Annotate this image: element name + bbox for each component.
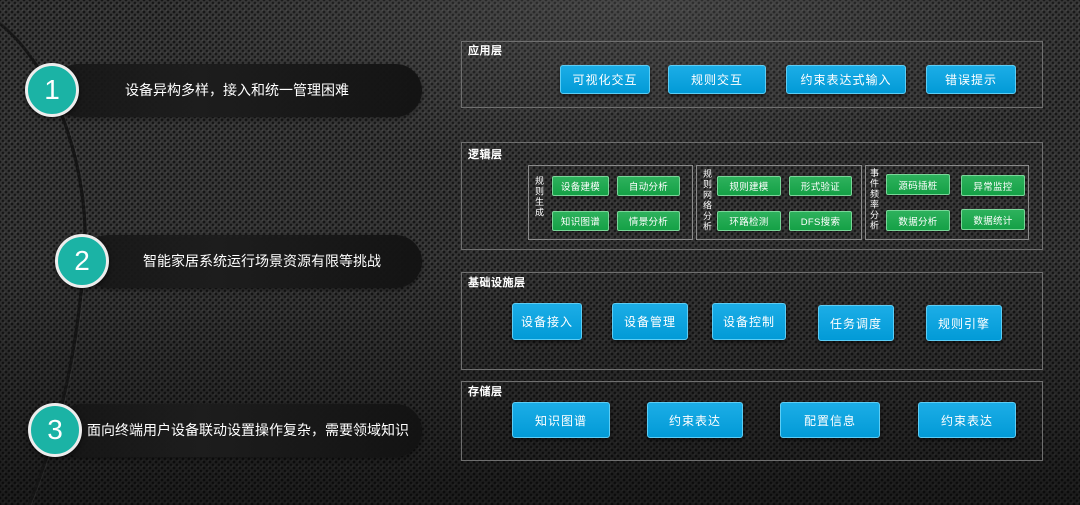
rule-engine-node: 规则引擎 [926,305,1002,341]
challenge-number-3: 3 [47,414,63,445]
rule-generation-group: 规则生成 设备建模 自动分析 知识图谱 情景分析 [528,165,693,240]
challenge-text-3: 面向终端用户设备联动设置操作复杂，需要领域知识 [87,422,409,438]
logic-layer-title: 逻辑层 [468,149,503,161]
error-prompt-node: 错误提示 [926,65,1016,94]
constraint-expression-storage-node: 约束表达 [647,402,743,438]
storage-layer: 存储层 知识图谱 约束表达 配置信息 约束表达 [461,381,1043,461]
event-frequency-analysis-group: 事件频率分析 源码插桩 异常监控 数据分析 数据统计 [865,165,1029,240]
rule-network-analysis-group: 规则网络分析 规则建模 形式验证 环路检测 DFS搜索 [696,165,862,240]
challenge-number-badge-3: 3 [28,403,82,457]
infrastructure-layer: 基础设施层 设备接入 设备管理 设备控制 任务调度 规则引擎 [461,272,1043,370]
challenge-number-badge-1: 1 [25,63,79,117]
challenge-number-badge-2: 2 [55,234,109,288]
data-analysis-node: 数据分析 [886,210,950,231]
knowledge-graph-node: 知识图谱 [552,211,609,231]
anomaly-monitoring-node: 异常监控 [961,175,1025,196]
visual-interaction-node: 可视化交互 [560,65,650,94]
auto-analysis-node: 自动分析 [617,176,680,196]
event-frequency-analysis-label: 事件频率分析 [869,168,879,231]
challenge-bar-2: 智能家居系统运行场景资源有限等挑战 [82,235,422,288]
logic-layer: 逻辑层 规则生成 设备建模 自动分析 知识图谱 情景分析 规则网络分析 规则建模… [461,142,1043,250]
dfs-search-node: DFS搜索 [789,211,852,231]
task-scheduling-node: 任务调度 [818,305,894,341]
constraint-expression-storage-node-2: 约束表达 [918,402,1016,438]
challenge-number-2: 2 [74,245,90,276]
configuration-info-node: 配置信息 [780,402,880,438]
infrastructure-layer-title: 基础设施层 [468,277,526,289]
application-layer: 应用层 可视化交互 规则交互 约束表达式输入 错误提示 [461,41,1043,108]
challenge-text-1: 设备异构多样，接入和统一管理困难 [125,82,349,98]
scenario-analysis-node: 情景分析 [617,211,680,231]
rule-network-analysis-label: 规则网络分析 [702,169,712,232]
challenge-bar-3: 面向终端用户设备联动设置操作复杂，需要领域知识 [55,404,422,457]
data-statistics-node: 数据统计 [961,209,1025,230]
application-layer-title: 应用层 [468,45,503,57]
source-instrumentation-node: 源码插桩 [886,174,950,195]
storage-layer-title: 存储层 [468,386,503,398]
challenge-bar-1: 设备异构多样，接入和统一管理困难 [52,64,422,117]
rule-modeling-node: 规则建模 [717,176,781,196]
constraint-expression-input-node: 约束表达式输入 [786,65,906,94]
challenge-text-2: 智能家居系统运行场景资源有限等挑战 [143,253,381,269]
device-access-node: 设备接入 [512,303,582,340]
rule-generation-label: 规则生成 [534,176,544,218]
device-control-node: 设备控制 [712,303,786,340]
device-modeling-node: 设备建模 [552,176,609,196]
knowledge-graph-storage-node: 知识图谱 [512,402,610,438]
challenge-number-1: 1 [44,74,60,105]
device-management-node: 设备管理 [612,303,688,340]
loop-detection-node: 环路检测 [717,211,781,231]
formal-verification-node: 形式验证 [789,176,852,196]
rule-interaction-node: 规则交互 [668,65,766,94]
